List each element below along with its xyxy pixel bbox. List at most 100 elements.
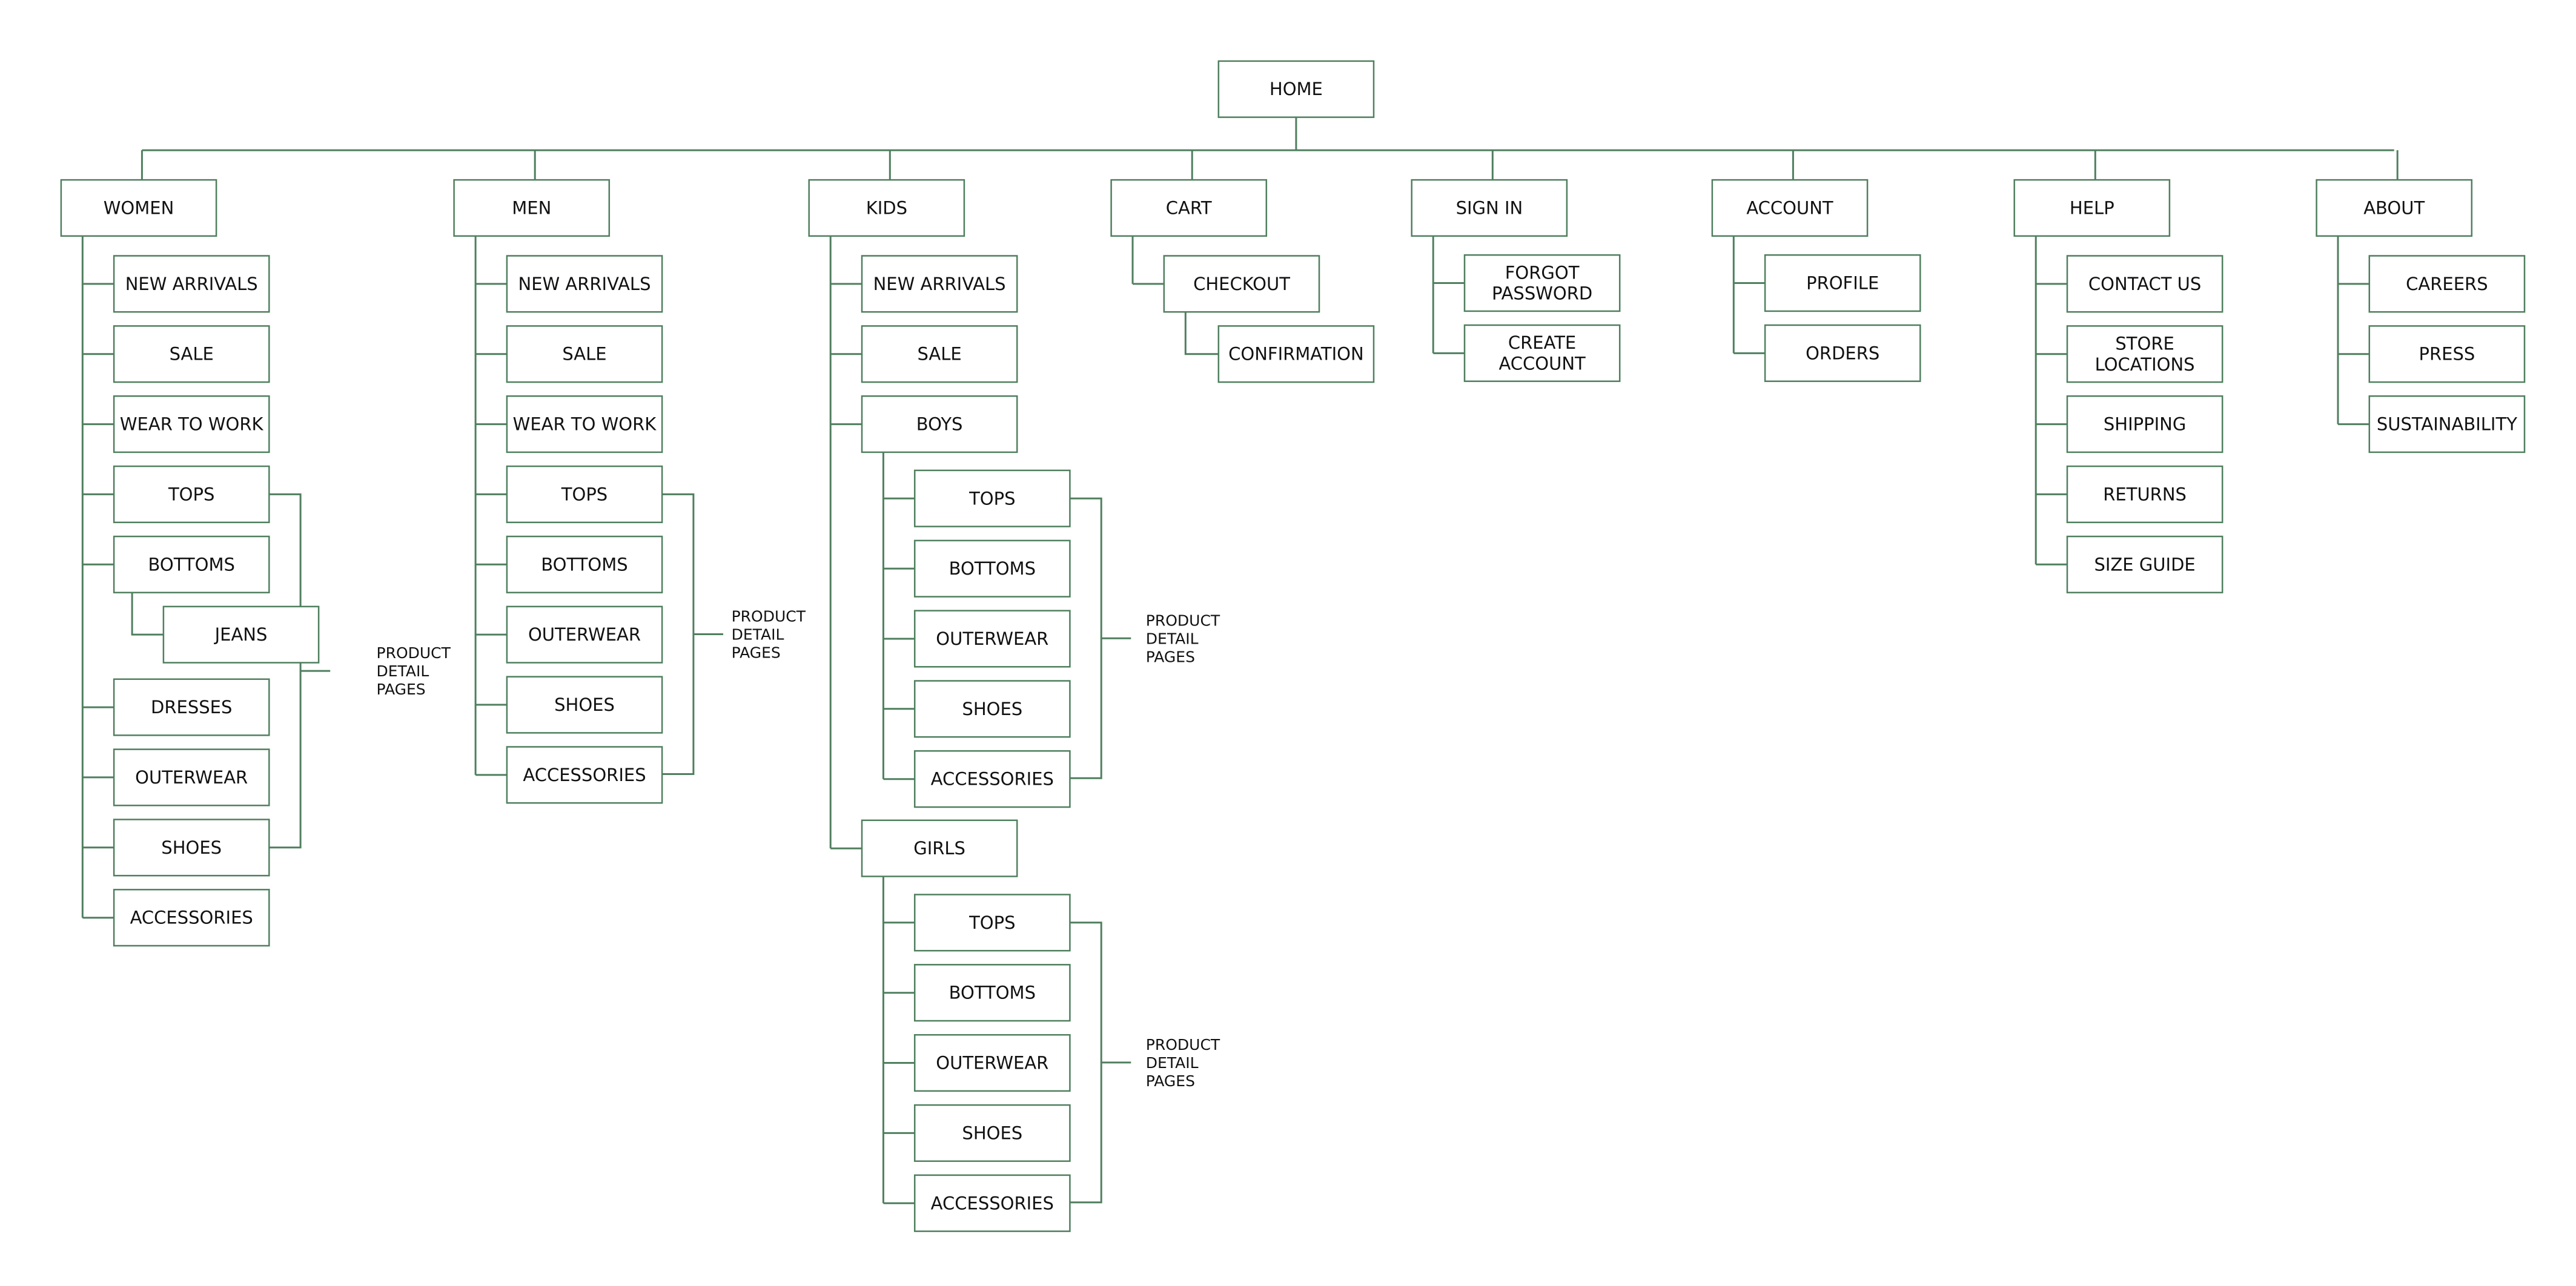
women-new-arrivals: NEW ARRIVALS (113, 255, 270, 313)
about-sustainability: SUSTAINABILITY (2368, 395, 2526, 453)
node-box (913, 680, 1071, 738)
node-label: ACCOUNT (1498, 354, 1586, 374)
node-label: WEAR TO WORK (513, 414, 657, 435)
node-label: CART (1166, 198, 1212, 219)
cart-confirmation: CONFIRMATION (1217, 325, 1375, 383)
node-box (1764, 254, 1921, 312)
men-bottoms: BOTTOMS (506, 535, 663, 593)
node-box (506, 465, 663, 524)
node-label: SALE (562, 344, 606, 364)
women-jeans: JEANS (162, 605, 320, 664)
node-box (2066, 395, 2223, 453)
kids-girls-bottoms: BOTTOMS (913, 964, 1071, 1022)
node-box (2066, 465, 2223, 524)
node-box (2066, 325, 2223, 383)
men-sale: SALE (506, 325, 663, 383)
node-label: MEN (512, 198, 551, 219)
node-label: BOTTOMS (949, 983, 1036, 1003)
node-label: WEAR TO WORK (120, 414, 264, 435)
node-label: NEW ARRIVALS (125, 274, 258, 294)
node-box (2368, 395, 2526, 453)
node-help: HELP (2013, 179, 2171, 237)
node-label: HOME (1270, 79, 1323, 99)
node-box (1463, 324, 1621, 382)
women-accessories: ACCESSORIES (113, 889, 270, 947)
help-returns: RETURNS (2066, 465, 2223, 524)
node-box (2368, 325, 2526, 383)
women-bottoms-spine (131, 592, 164, 636)
node-box (1217, 60, 1375, 118)
node-label: STORE (2115, 334, 2174, 354)
node-cart: CART (1110, 179, 1268, 237)
node-box (913, 1174, 1071, 1232)
node-label: HELP (2070, 198, 2114, 219)
men-accessories: ACCESSORIES (506, 746, 663, 804)
node-label: ACCOUNT (1746, 198, 1833, 219)
node-box (113, 535, 270, 593)
node-box (113, 325, 270, 383)
help-contact-us: CONTACT US (2066, 255, 2223, 313)
kids-boys-tops: TOPS (913, 469, 1071, 527)
annotation-line: PRODUCT (1146, 1036, 1220, 1054)
kids-boys-bottoms: BOTTOMS (913, 539, 1071, 598)
men-tops: TOPS (506, 465, 663, 524)
women-bottoms: BOTTOMS (113, 535, 270, 593)
node-box (913, 469, 1071, 527)
account-orders: ORDERS (1764, 324, 1921, 382)
node-label: ORDERS (1806, 343, 1879, 363)
node-box (861, 819, 1018, 877)
node-label: SALE (170, 344, 214, 364)
men-shoes: SHOES (506, 676, 663, 734)
node-box (113, 678, 270, 736)
node-box (1163, 255, 1320, 313)
node-label: BOTTOMS (148, 554, 235, 575)
annotation-line: DETAIL (1146, 1054, 1199, 1072)
node-label: WOMEN (104, 198, 174, 219)
node-box (2013, 179, 2171, 237)
node-box (1711, 179, 1869, 237)
node-label: TOPS (561, 484, 608, 504)
node-box (1764, 324, 1921, 382)
node-label: CONTACT US (2088, 274, 2201, 294)
page-nodes: HOME WOMEN MEN KIDS CART SIGN IN ACCOUNT HELP AB… (60, 60, 2526, 1232)
node-box (506, 676, 663, 734)
node-label: SHOES (962, 1123, 1022, 1143)
node-label: SHOES (161, 837, 222, 858)
node-label: OUTERWEAR (528, 624, 641, 645)
men-new-arrivals: NEW ARRIVALS (506, 255, 663, 313)
node-label: DRESSES (151, 697, 232, 717)
node-label: TOPS (168, 484, 214, 504)
node-box (162, 605, 320, 664)
node-box (861, 255, 1018, 313)
annotation-line: PRODUCT (732, 608, 806, 625)
node-box (861, 395, 1018, 453)
kids-boys-shoes: SHOES (913, 680, 1071, 738)
kids-boys-outerwear: OUTERWEAR (913, 610, 1071, 668)
node-label: CAREERS (2406, 274, 2488, 294)
node-label: TOPS (968, 488, 1015, 509)
node-label: CREATE (1508, 332, 1576, 353)
annotation-line: PAGES (1146, 1072, 1195, 1090)
annotation-line: PAGES (732, 644, 781, 662)
men-outerwear: OUTERWEAR (506, 605, 663, 664)
annotation-line: DETAIL (377, 662, 429, 680)
node-box (913, 1034, 1071, 1092)
node-label: SUSTAINABILITY (2377, 414, 2517, 435)
node-box (60, 179, 217, 237)
node-label: LOCATIONS (2095, 354, 2195, 375)
kids-girls-pdp-bracket (1070, 922, 1102, 1204)
node-label: SHOES (554, 694, 615, 715)
node-about: ABOUT (2316, 179, 2473, 237)
node-signin: SIGN IN (1411, 179, 1568, 237)
women-dresses: DRESSES (113, 678, 270, 736)
node-label: JEANS (214, 624, 268, 645)
node-label: NEW ARRIVALS (518, 274, 651, 294)
node-box (453, 179, 611, 237)
node-label: KIDS (866, 198, 907, 219)
node-label: ACCESSORIES (130, 908, 253, 928)
kids-new-arrivals: NEW ARRIVALS (861, 255, 1018, 313)
node-label: SHIPPING (2104, 414, 2186, 435)
